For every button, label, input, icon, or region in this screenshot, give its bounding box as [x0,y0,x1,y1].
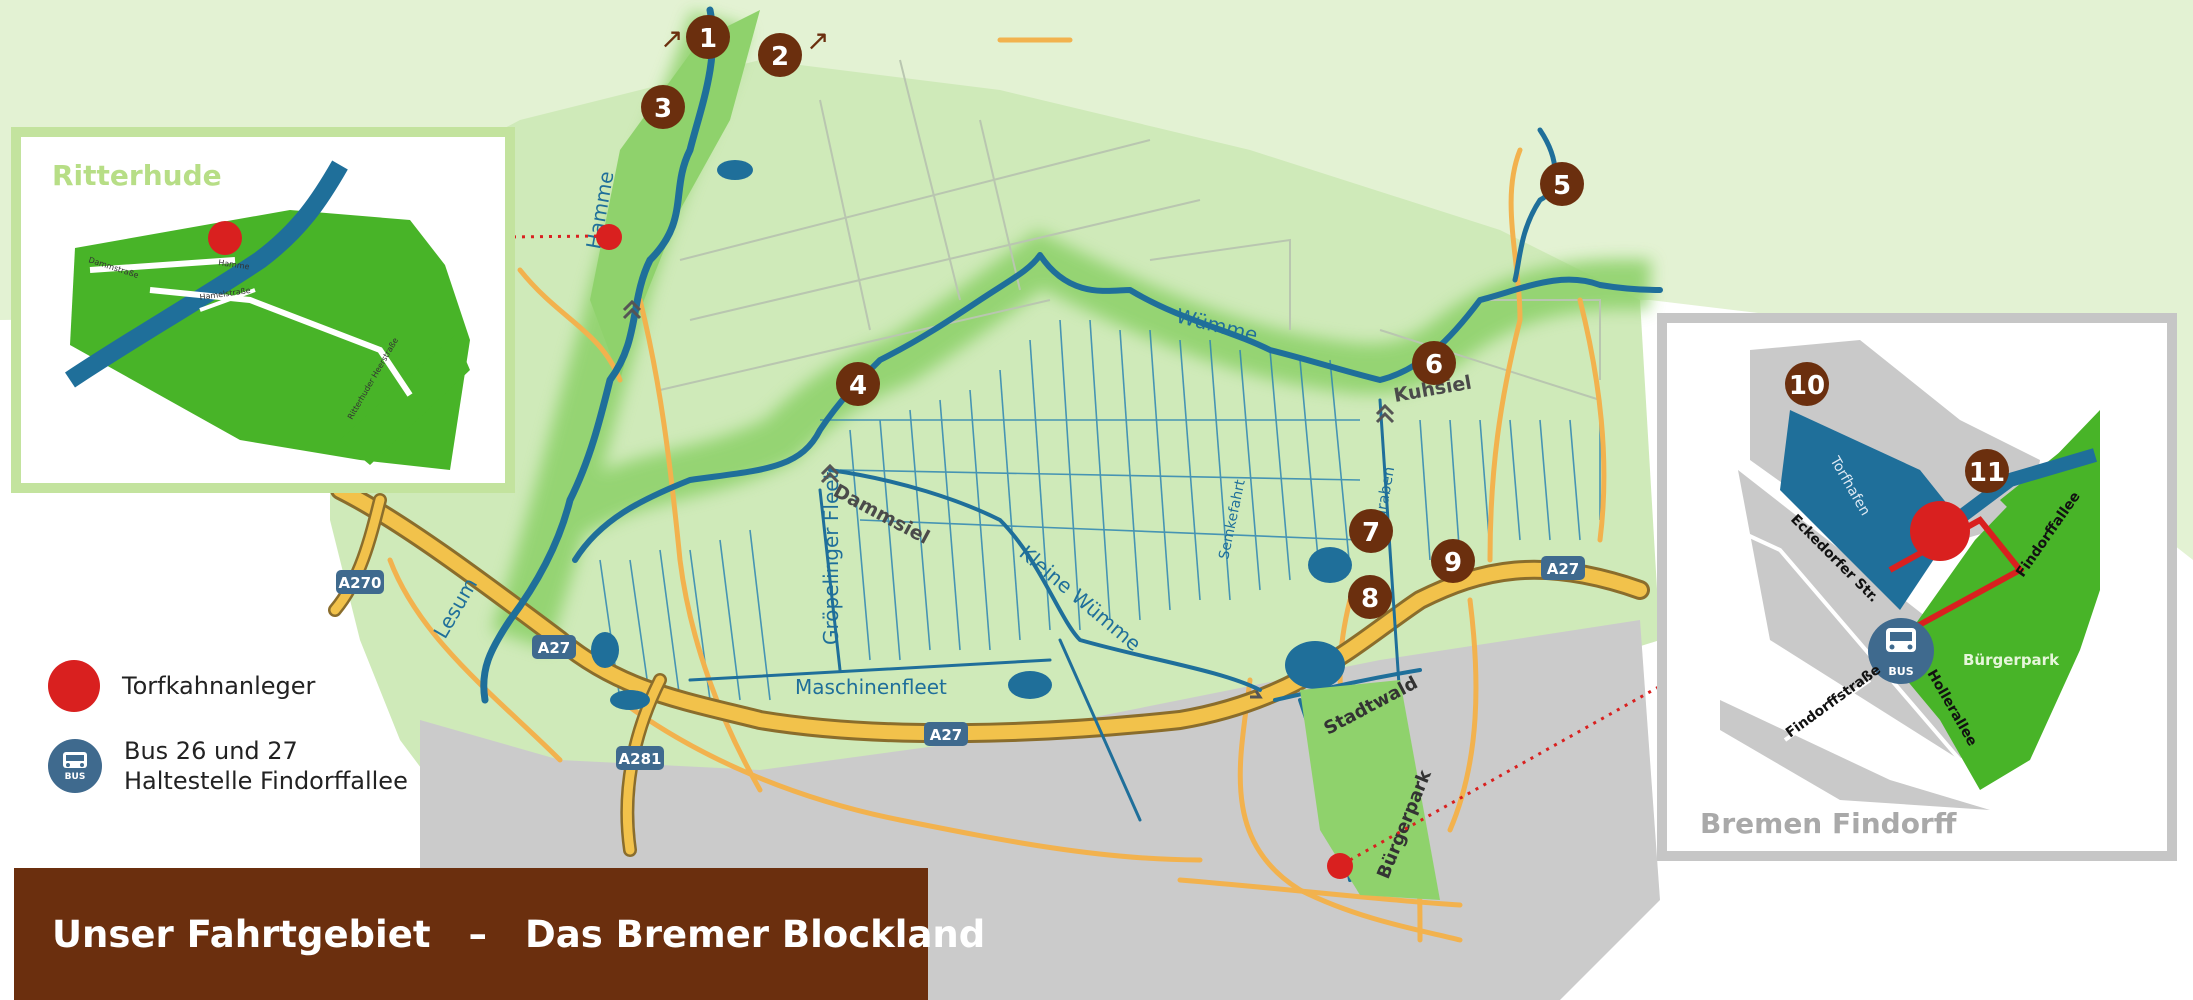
inset-findorff: BUS Torfhafen Eckedorfer Str. Findorffal… [1657,313,2177,861]
motorways [328,480,1650,857]
legend-landing: Torfkahnanleger [48,660,468,712]
inset-ritterhude: Dammstraße Hamme Hamelstraße Ritterhuder… [11,127,515,493]
kleine-wumme [828,468,1262,692]
svg-text:A27: A27 [538,639,570,657]
wumme-river [572,252,1663,563]
sluice-icons [622,299,1395,699]
svg-text:11: 11 [1969,458,2005,488]
svg-text:3: 3 [654,94,672,124]
ritterhude-street-2: Hamme [218,258,250,271]
findorff-landing-dot[interactable] [1910,501,1970,561]
tour-marker-2[interactable]: 2 [758,33,802,77]
tour-marker-10[interactable]: 10 [1785,362,1829,406]
tour-marker-5[interactable]: 5 [1540,162,1584,206]
gropelinger-fleet [818,488,842,672]
hamme-corridor [590,10,760,380]
arrow-up-icon: ↗ [806,24,829,57]
legend-landing-label: Torfkahnanleger [122,672,316,700]
findorff-bus-stop[interactable]: BUS [1868,618,1934,684]
svg-text:A281: A281 [619,750,662,768]
title-dash: – [468,912,488,956]
landing-dot-icon [48,660,100,712]
upper-grid [659,59,1601,401]
maschinenfleet-label: Maschinenfleet [795,675,947,699]
ritterhude-landing-dot[interactable] [208,221,242,255]
rivers [480,6,1663,882]
landing-ritterhude[interactable] [596,224,622,250]
svg-text:BUS: BUS [1888,665,1913,678]
road-badge-a27-west: A27 [532,635,576,659]
river-5-branch [1512,127,1558,283]
title-left: Unser Fahrtgebiet [52,912,431,956]
road-badge-a27-east: A27 [1541,556,1585,580]
title-right: Das Bremer Blockland [525,912,986,956]
graben-canal [1378,398,1402,702]
tour-marker-9[interactable]: 9 [1431,539,1475,583]
tour-marker-8[interactable]: 8 [1348,575,1392,619]
title-bar: Unser Fahrtgebiet – Das Bremer Blockland [14,868,985,1000]
tour-marker-11[interactable]: 11 [1965,449,2009,493]
ritterhude-title: Ritterhude [52,159,222,192]
tour-marker-1[interactable]: 1 [686,15,730,59]
legend-bus-badge: BUS [64,771,86,782]
svg-text:4: 4 [849,371,867,401]
bus-icon: BUS [48,739,102,793]
legend-bus-line-1: Bus 26 und 27 [124,737,298,765]
svg-text:9: 9 [1444,548,1462,578]
maschinenfleet [688,658,1052,682]
lakes [591,160,1352,710]
bus-glyph [63,751,87,768]
tour-marker-3[interactable]: 3 [641,85,685,129]
svg-text:7: 7 [1362,518,1380,548]
svg-text:1: 1 [699,24,717,54]
road-badge-a27-mid: A27 [924,722,968,746]
svg-text:10: 10 [1789,371,1825,401]
legend: Torfkahnanleger BUS Bus 26 und 27 Haltes… [48,660,468,820]
stadtwald-burgerpark [1300,680,1440,900]
south-canal [1058,638,1142,822]
landing-findorff[interactable] [1327,853,1353,879]
svg-text:A270: A270 [339,574,382,592]
svg-text:6: 6 [1425,350,1443,380]
legend-bus-line-2: Haltestelle Findorffallee [124,767,408,795]
road-badge-a270: A270 [336,570,384,594]
findorff-title: Bremen Findorff [1700,807,1957,840]
svg-text:A27: A27 [930,726,962,744]
tour-marker-7[interactable]: 7 [1349,509,1393,553]
road-badge-a281: A281 [616,746,664,770]
arrow-up-icon: ↗ [660,22,683,55]
svg-text:A27: A27 [1547,560,1579,578]
tour-marker-4[interactable]: 4 [836,362,880,406]
tour-marker-6[interactable]: 6 [1412,341,1456,385]
kuhsiel-canal [1273,668,1422,702]
legend-bus: BUS Bus 26 und 27 Haltestelle Findorffal… [48,736,468,796]
legend-bus-label: Bus 26 und 27 Haltestelle Findorffallee [124,736,408,796]
findorff-burgerpark-label: Bürgerpark [1963,651,2060,669]
svg-text:5: 5 [1553,171,1571,201]
svg-text:8: 8 [1361,584,1379,614]
hamme-river [480,6,717,704]
gropelinger-fleet-label: Gröpelinger Fleet [819,471,843,645]
svg-text:2: 2 [771,42,789,72]
